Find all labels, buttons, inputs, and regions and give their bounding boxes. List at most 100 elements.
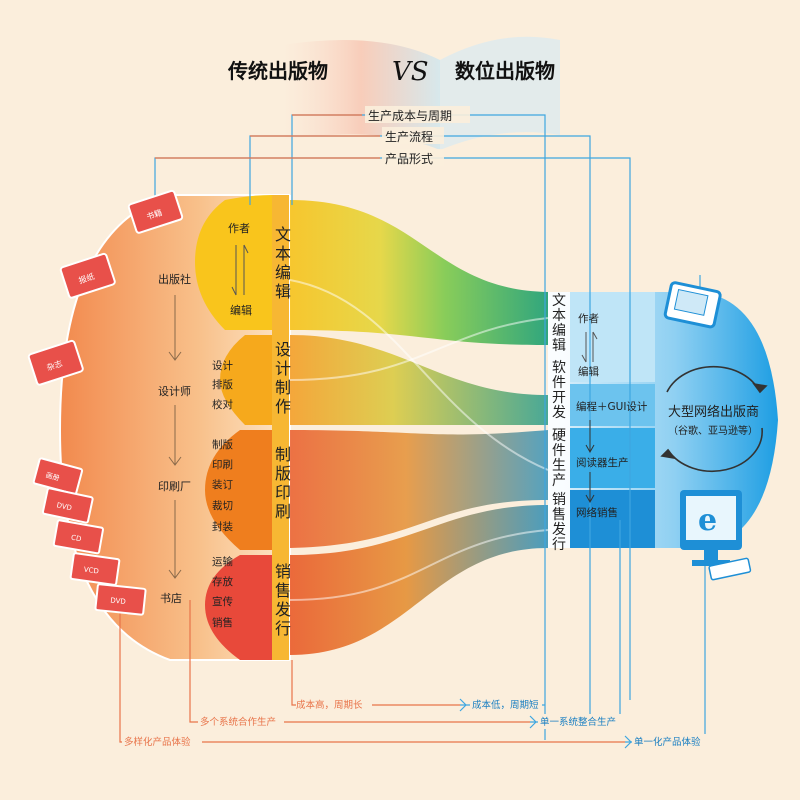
vertical-char: 行: [275, 619, 291, 638]
bottom-left-1: 多个系统合作生产: [200, 716, 276, 728]
digital-item-author: 作者: [578, 313, 599, 325]
author-editor-arrows: [231, 244, 249, 296]
svg-text:杂志: 杂志: [45, 358, 63, 372]
digital-segment-2: [570, 384, 655, 426]
svg-text:报纸: 报纸: [77, 271, 95, 285]
role-publisher: 出版社: [158, 272, 191, 286]
trad-item-packaging: 封装: [212, 520, 233, 533]
vertical-char: 产: [552, 473, 566, 489]
bottom-right-2: 单一化产品体验: [634, 736, 701, 748]
vertical-char: 文: [552, 293, 566, 309]
book-icon-1: 书籍: [127, 189, 184, 234]
vertical-char: 辑: [275, 282, 291, 301]
top-label-cost: 生产成本与周期: [368, 109, 452, 123]
bottom-left-0: 成本高，周期长: [296, 699, 363, 711]
e-reader-icon: [663, 281, 722, 329]
trad-item-cutting: 裁切: [212, 499, 233, 512]
traditional-dome-outline: [58, 194, 290, 661]
stage-segment-4: [205, 555, 272, 660]
publisher-examples: （谷歌、亚马逊等）: [668, 424, 758, 437]
vertical-char: 印: [275, 483, 291, 502]
vertical-char: 辑: [552, 338, 566, 354]
trad-item-platemaking: 制版: [212, 438, 233, 451]
vertical-char: 发: [552, 405, 566, 421]
vertical-char: 制: [275, 445, 291, 464]
vertical-char: 本: [275, 244, 291, 263]
svg-text:VCD: VCD: [83, 566, 99, 576]
book-icon-3: 杂志: [27, 339, 84, 386]
vertical-char: 设: [275, 340, 291, 359]
bottom-right-1: 单一系统整合生产: [540, 716, 616, 728]
vertical-char: 发: [552, 522, 566, 538]
vertical-char: 软: [552, 360, 566, 376]
svg-text:画册: 画册: [45, 471, 61, 482]
title-vs: VS: [392, 57, 429, 87]
svg-text:书籍: 书籍: [145, 207, 163, 221]
vertical-char: 行: [552, 537, 566, 553]
vertical-char: 硬: [552, 428, 566, 444]
bottom-comparison: 成本高，周期长 成本低，周期短 多个系统合作生产 单一系统整合生产 多样化产品体…: [122, 697, 712, 749]
vertical-char: 售: [552, 507, 566, 523]
flow-ribbons: [289, 200, 549, 655]
computer-e-icon: e: [680, 490, 752, 581]
role-designer: 设计师: [158, 385, 191, 398]
digital-down-arrows: [585, 420, 595, 504]
vertical-char: 件: [552, 443, 566, 459]
vertical-char: 文: [275, 225, 291, 244]
stage-segment-1: [195, 195, 272, 330]
publisher-name: 大型网络出版商: [668, 404, 759, 420]
title-left: 传统出版物: [227, 59, 328, 83]
top-label-form: 产品形式: [385, 152, 433, 166]
digital-item-online-sales: 网络销售: [576, 506, 618, 519]
vertical-char: 编: [275, 263, 291, 282]
svg-text:CD: CD: [70, 534, 82, 544]
vertical-char: 销: [552, 492, 566, 508]
digital-author-editor-arrows: [581, 331, 598, 363]
role-arrows: [168, 295, 182, 579]
stage-segment-2: [220, 335, 272, 425]
title-right: 数位出版物: [455, 59, 555, 83]
vertical-char: 开: [552, 390, 566, 406]
trad-item-binding: 装订: [212, 478, 233, 491]
digital-item-editor: 编辑: [578, 365, 599, 378]
svg-text:DVD: DVD: [56, 501, 73, 512]
trad-item-layout: 排版: [212, 378, 233, 391]
vertical-char: 制: [275, 378, 291, 397]
vertical-char: 件: [552, 375, 566, 391]
trad-item-editor: 编辑: [230, 303, 252, 317]
trad-item-transport: 运输: [212, 555, 233, 568]
vertical-char: 计: [275, 359, 291, 378]
bottom-left-2: 多样化产品体验: [124, 736, 191, 748]
svg-text:e: e: [698, 503, 717, 538]
digital-item-programming: 编程＋GUI设计: [576, 400, 648, 413]
svg-text:DVD: DVD: [110, 596, 126, 606]
bottom-right-0: 成本低，周期短: [472, 699, 539, 711]
background-book-right: [440, 36, 560, 150]
digital-segment-3: [570, 428, 655, 488]
vertical-char: 发: [275, 600, 291, 619]
top-label-process: 生产流程: [385, 129, 433, 144]
vertical-char: 生: [552, 458, 566, 474]
publisher-cycle: [660, 365, 768, 472]
vertical-char: 作: [275, 397, 291, 416]
trad-item-promotion: 宣传: [212, 595, 233, 608]
stage-column: [272, 195, 290, 660]
role-printer: 印刷厂: [158, 480, 191, 493]
trad-item-printing: 印刷: [212, 458, 233, 471]
vertical-char: 刷: [275, 502, 291, 521]
trad-item-design: 设计: [212, 359, 233, 372]
digital-segment-4: [570, 490, 655, 548]
trad-item-proof: 校对: [212, 398, 233, 411]
